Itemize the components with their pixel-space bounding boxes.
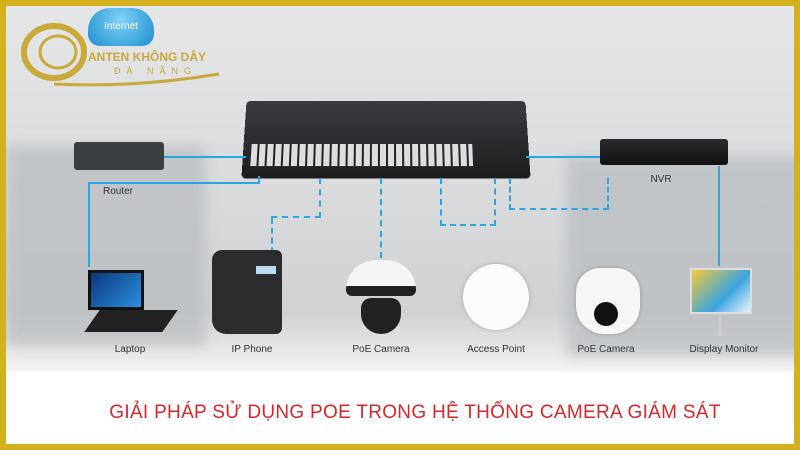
cloud-text: Internet (104, 21, 138, 32)
display-monitor-label: Display Monitor (689, 344, 759, 355)
laptop-label: Laptop (114, 344, 146, 355)
link-line (526, 156, 601, 158)
dome-camera-icon (576, 268, 640, 334)
access-point-icon (463, 264, 529, 330)
link-line (271, 178, 321, 218)
link-line (440, 178, 496, 226)
ptz-camera-lens (361, 298, 401, 334)
access-point-label: Access Point (467, 344, 525, 355)
ptz-camera-icon (346, 260, 416, 296)
logo-swirl-icon (21, 23, 220, 87)
link-line (88, 182, 260, 267)
switch-ports (250, 143, 474, 167)
cloud-icon: Internet (88, 8, 154, 46)
link-line (380, 178, 382, 258)
poe-camera-2-label: PoE Camera (577, 344, 635, 355)
poe-switch (241, 101, 531, 179)
link-line (718, 166, 720, 266)
link-line (258, 176, 260, 184)
poe-camera-1-label: PoE Camera (352, 344, 410, 355)
ip-phone-icon (212, 250, 282, 334)
router-label: Router (102, 186, 133, 197)
nvr-icon (600, 139, 728, 165)
logo: Internet ANTEN KHÔNG DÂY ĐÀ NẴNG (14, 8, 224, 88)
link-line (88, 182, 258, 184)
monitor-stand (718, 314, 722, 336)
link-line (161, 156, 246, 158)
phone-screen (256, 266, 276, 274)
display-monitor-icon (690, 268, 752, 314)
laptop-keyboard (84, 310, 178, 332)
logo-line1: ANTEN KHÔNG DÂY (88, 50, 207, 64)
laptop-icon (88, 270, 144, 310)
link-line (271, 218, 273, 263)
logo-line2: ĐÀ NẴNG (114, 66, 198, 76)
dome-camera-lens (594, 302, 618, 326)
caption-title: GIẢI PHÁP SỬ DỤNG POE TRONG HỆ THỐNG CAM… (109, 402, 721, 423)
link-line (509, 178, 609, 210)
ip-phone-label: IP Phone (231, 344, 273, 355)
nvr-label: NVR (650, 174, 672, 185)
router-icon (74, 142, 164, 170)
